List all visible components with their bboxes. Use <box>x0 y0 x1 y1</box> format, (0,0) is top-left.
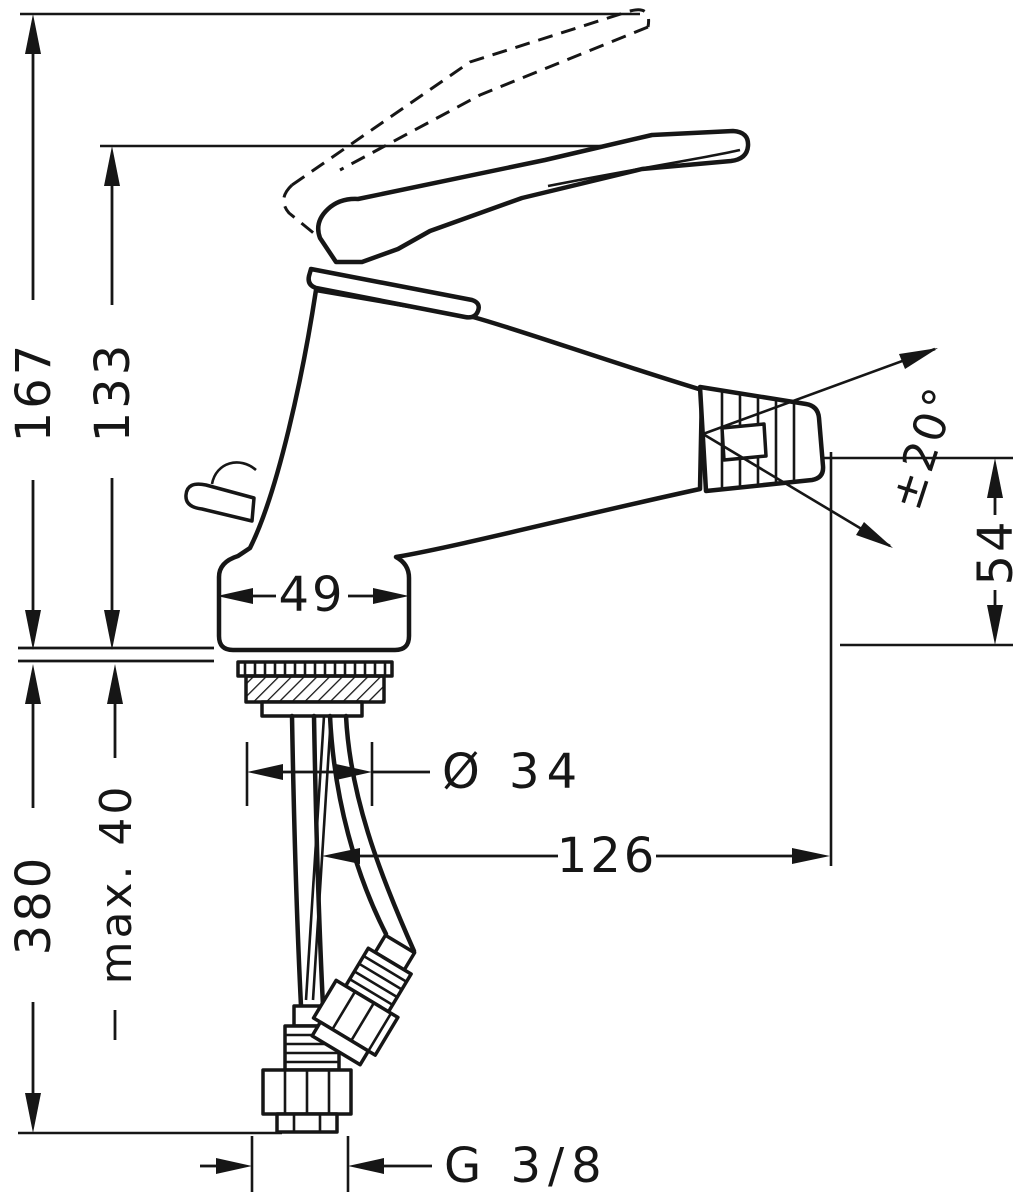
connector-cap-facets <box>292 1114 322 1132</box>
dim-total-height: 167 <box>6 14 62 650</box>
dashed-handle-pivot <box>282 183 317 237</box>
arrowhead-up <box>107 664 123 704</box>
dim-max-thickness: max. 40 <box>91 664 142 1040</box>
connector-nut-facets <box>331 990 393 1052</box>
label-spout-reach: 126 <box>557 828 658 884</box>
faucet <box>184 8 826 1134</box>
arrowhead-left <box>247 764 283 780</box>
dim-spout-reach: 126 <box>322 828 830 884</box>
dim-handle-height: 133 <box>85 146 141 650</box>
pull-rod <box>304 715 326 1001</box>
arrowhead-angle-lower <box>856 522 893 548</box>
angle-ray-upper <box>702 347 936 436</box>
arrowhead-down <box>104 610 120 650</box>
label-max-thickness: max. 40 <box>91 784 142 985</box>
pull-rod <box>311 715 333 1001</box>
dim-hose-length: 380 <box>6 664 62 1133</box>
supply-hoses <box>289 713 417 1009</box>
handle-underside-line <box>547 148 741 188</box>
arrowhead-left <box>217 588 253 604</box>
mounting-flange <box>236 660 394 718</box>
arrowhead-up <box>104 146 120 186</box>
dim-shank-diameter: Ø 34 <box>247 744 584 800</box>
hose-connector-right <box>310 933 417 1067</box>
arrowhead-left <box>322 848 360 864</box>
hose-right-edge <box>343 713 417 954</box>
faucet-handle <box>316 128 751 265</box>
label-total-height: 167 <box>6 342 62 443</box>
arrowhead-up <box>987 458 1003 498</box>
arrowhead-right <box>792 848 830 864</box>
hose-right-edge <box>327 713 389 937</box>
dim-spout-drop: 54 <box>968 458 1024 645</box>
popup-hook <box>210 461 257 485</box>
arrowhead-down <box>25 610 41 650</box>
dashed-handle-tip <box>629 8 651 28</box>
arrowhead-down <box>987 605 1003 645</box>
faucet-dome <box>306 266 481 320</box>
dashed-handle-bottom-edge <box>339 25 649 172</box>
arrowhead-angle-upper <box>899 348 938 369</box>
popup-lever <box>184 461 257 523</box>
angle-ray-lower <box>702 432 891 548</box>
arrowhead-up <box>25 664 41 704</box>
arrowhead-right <box>336 764 372 780</box>
aerator <box>697 384 826 494</box>
arrowhead-right <box>373 588 409 604</box>
hose-left-edge <box>289 713 304 1009</box>
aerator-outlet <box>720 422 768 462</box>
label-handle-height: 133 <box>85 342 141 443</box>
connector-braid-ribs <box>349 954 408 1006</box>
popup-knob <box>184 482 256 523</box>
deck-lines <box>18 646 214 663</box>
label-hose-length: 380 <box>6 855 62 956</box>
connector-nut-facets <box>283 1070 331 1114</box>
label-spout-drop: 54 <box>968 518 1024 585</box>
arrowhead-down <box>25 1093 41 1133</box>
faucet-body <box>216 287 705 653</box>
arrowhead-up <box>25 14 41 54</box>
connector-cap <box>275 1112 339 1134</box>
arrowhead-left <box>348 1158 384 1174</box>
label-body-width: 49 <box>278 567 345 623</box>
hose-left-edge <box>311 713 326 1009</box>
shank-collar <box>260 700 364 718</box>
label-shank-diameter: Ø 34 <box>442 744 584 800</box>
arrowhead-right <box>216 1158 252 1174</box>
connector-cap <box>310 1020 371 1067</box>
flange-washer <box>244 674 386 704</box>
dashed-handle-top-edge <box>291 9 631 187</box>
faucet-handle-dashed <box>282 8 651 237</box>
dim-body-width: 49 <box>217 567 409 623</box>
label-thread-size: G 3/8 <box>444 1138 609 1194</box>
label-swivel-angle: ±20° <box>880 379 968 515</box>
dim-thread: G 3/8 <box>200 1138 609 1194</box>
flange-plate <box>236 660 394 678</box>
